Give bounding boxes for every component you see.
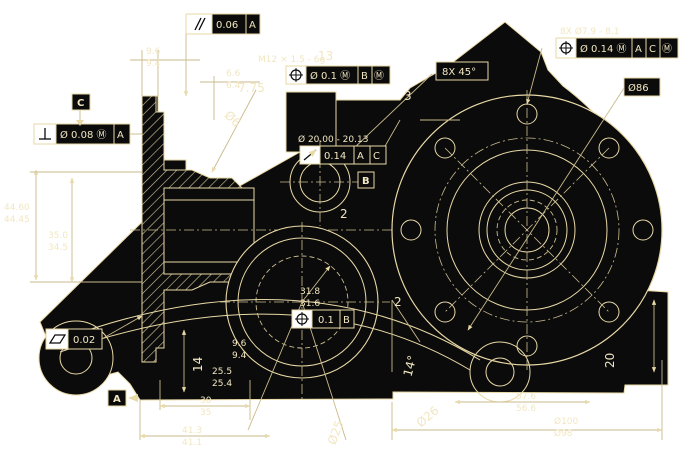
dim-98: Ø98 <box>554 428 573 439</box>
fcf-bore-tol: 0.1 <box>318 315 334 326</box>
dim-dia26: Ø26 <box>414 403 442 430</box>
holes-callout: 8X Ø7.9 - 8.1 <box>560 26 619 37</box>
dim-350: 35.0 <box>48 231 68 241</box>
fcf-flatness: 0.02 <box>45 328 103 350</box>
ring-dia-callout: Ø 20.00 - 20.13 <box>298 134 368 145</box>
fcf-parallel-tol: 0.06 <box>216 20 238 31</box>
fcf-perpendicularity: Ø 0.08 Ⓜ A <box>33 123 131 145</box>
fcf-runout: 0.14 A C <box>299 145 387 165</box>
svg-text:C: C <box>77 98 84 109</box>
fcf-parallelism: 0.06 A <box>185 13 261 35</box>
thread-callout: M12 × 1.5 - 6g <box>258 55 325 65</box>
dim-96b: 9.6 <box>232 339 247 349</box>
dim-4445: 44.45 <box>4 215 30 225</box>
dim-775: 7.75 <box>238 81 265 95</box>
chamfer-text: 8X 45° <box>442 67 476 78</box>
dim-94b: 9.4 <box>232 351 247 361</box>
dim-411: 41.1 <box>182 438 202 448</box>
dim-14b: 14° <box>401 354 420 378</box>
dim-413: 41.3 <box>182 426 202 436</box>
datum-a: A <box>107 389 138 407</box>
dim-14a: 14 <box>191 357 205 372</box>
dim-30: 30 <box>200 396 212 406</box>
fcf-thread-position: Ø 0.1 Ⓜ B Ⓜ <box>285 65 391 85</box>
dim-13: 13 <box>318 49 333 63</box>
fcf-thread-tol: Ø 0.1 Ⓜ <box>310 70 350 82</box>
dim-35: 35 <box>200 408 211 418</box>
fcf-bore-datum: B <box>343 315 350 326</box>
fcf-holes-tol: Ø 0.14 Ⓜ <box>580 43 627 55</box>
datum-b: B <box>357 171 375 189</box>
dim-64: 6.4 <box>226 81 241 91</box>
right-flange <box>391 90 663 370</box>
dim-4460: 44.60 <box>4 203 30 213</box>
dim-345: 34.5 <box>48 243 68 253</box>
fcf-perp-datum: A <box>117 130 124 141</box>
dim-254: 25.4 <box>212 379 232 389</box>
datum-c: C <box>71 93 91 126</box>
svg-text:B: B <box>362 176 370 187</box>
fcf-holes-datum-a: A <box>635 44 642 55</box>
dim-96: 9.6 <box>146 47 161 57</box>
fcf-thread-mod: Ⓜ <box>374 70 384 82</box>
dim-318: 31.8 <box>300 287 320 297</box>
fcf-runout-tol: 0.14 <box>324 151 346 162</box>
bolt-circle-callout: Ø86 <box>623 77 661 97</box>
dim-20: 20 <box>603 353 617 368</box>
chamfer-callout: 8X 45° <box>435 61 489 81</box>
dim-two: 2 <box>340 207 348 221</box>
fcf-flatness-tol: 0.02 <box>73 335 95 346</box>
dim-576: 57.6 <box>516 392 536 402</box>
dim-94: 9.4 <box>146 59 161 69</box>
bolt-circle-text: Ø86 <box>628 82 649 94</box>
svg-text:A: A <box>113 394 121 405</box>
dim-255: 25.5 <box>212 367 232 377</box>
fcf-bore-position: 0.1 B <box>291 309 355 329</box>
dim-100: Ø100 <box>554 416 579 427</box>
fcf-runout-datum-a: A <box>357 151 364 162</box>
dim-two-b: 2 <box>394 295 402 309</box>
dim-three: 3 <box>404 89 412 103</box>
fcf-runout-datum-c: C <box>373 151 380 162</box>
fcf-holes-position: Ø 0.14 Ⓜ A C Ⓜ <box>555 37 679 59</box>
fcf-thread-datum-b: B <box>361 71 368 82</box>
dim-316: 31.6 <box>300 299 320 309</box>
dim-dia6: Ø6 <box>222 108 244 130</box>
fcf-perp-tol: Ø 0.08 Ⓜ <box>60 129 107 141</box>
dim-566: 56.6 <box>516 404 536 414</box>
fcf-holes-datum-c: C <box>649 44 656 55</box>
dim-66: 6.6 <box>226 69 241 79</box>
fcf-holes-mod: Ⓜ <box>662 43 672 55</box>
fcf-parallel-datum: A <box>249 20 256 31</box>
